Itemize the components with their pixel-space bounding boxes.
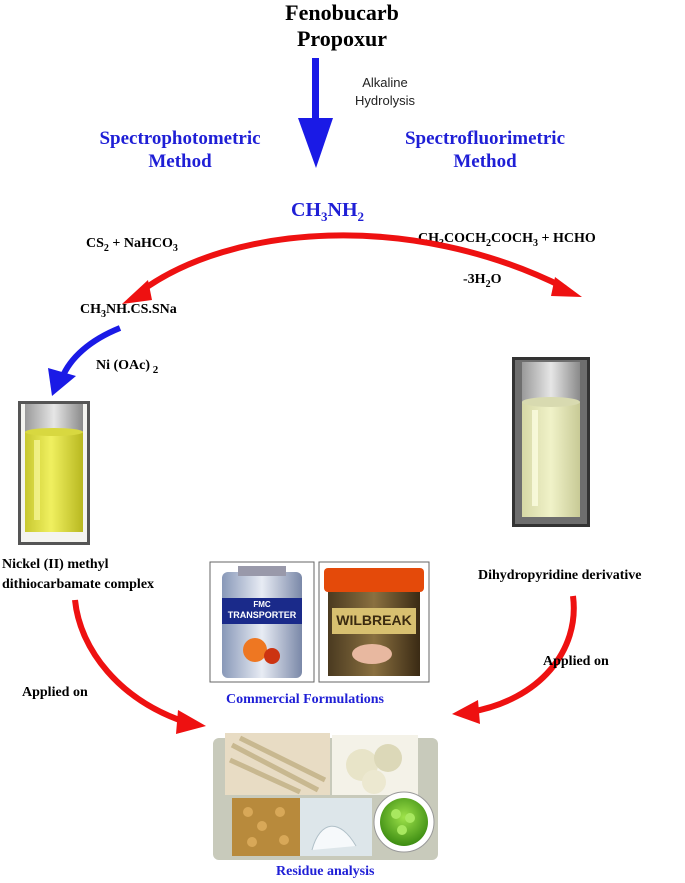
nickel-complex-vial	[18, 401, 90, 545]
right-applied-arrowhead	[452, 700, 480, 724]
right-applied-arrow	[469, 595, 577, 715]
transporter-can-photo	[209, 561, 315, 683]
commercial-formulations-label: Commercial Formulations	[226, 692, 384, 707]
nickel-arrowhead	[48, 368, 76, 396]
nickel-arrow	[59, 325, 122, 380]
method-left-line1: Spectrophotometric	[99, 128, 261, 149]
nickel-complex-label-line1: Nickel (II) methyl	[2, 557, 109, 572]
compound-propoxur: Propoxur	[296, 26, 388, 51]
left-applied-arrowhead	[176, 710, 206, 734]
compound-fenobucarb: Fenobucarb	[285, 0, 399, 25]
residue-analysis-label: Residue analysis	[276, 864, 375, 879]
tub-name-label: WILBREAK	[336, 612, 412, 628]
nickel-complex-label-line2: dithiocarbamate complex	[2, 577, 155, 592]
water-loss-label: -3H2O	[463, 272, 502, 290]
right-applied-label: Applied on	[543, 654, 609, 669]
right-reagent-formula: CH3COCH2COCH3 + HCHO	[418, 231, 596, 249]
left-applied-label: Applied on	[22, 685, 88, 700]
left-applied-arrow	[72, 599, 186, 725]
method-right-line1: Spectrofluorimetric	[404, 128, 566, 149]
method-right-line2: Method	[453, 151, 517, 172]
can-brand-label: FMC	[253, 600, 271, 609]
arc-left-arrowhead	[122, 280, 152, 304]
can-name-label: TRANSPORTER	[227, 610, 297, 620]
method-left-line2: Method	[148, 151, 212, 172]
dihydropyridine-label: Dihydropyridine derivative	[478, 568, 642, 583]
dithiocarbamate-formula: CH3NH.CS.SNa	[80, 302, 177, 320]
methylamine-formula: CH3NH2	[291, 199, 364, 224]
dihydropyridine-vial	[512, 357, 590, 527]
reaction-condition-line1: Alkaline	[362, 75, 408, 90]
nickel-acetate-label: Ni (OAc) 2	[96, 358, 159, 376]
red-split-arc	[138, 232, 567, 295]
residue-collage	[213, 733, 438, 860]
left-reagent-formula: CS2 + NaHCO3	[86, 236, 178, 254]
wilbreak-tub-photo	[318, 561, 430, 683]
arc-right-arrowhead	[551, 277, 582, 297]
reaction-condition-line2: Hydrolysis	[355, 93, 415, 108]
hydrolysis-arrow	[298, 58, 333, 168]
